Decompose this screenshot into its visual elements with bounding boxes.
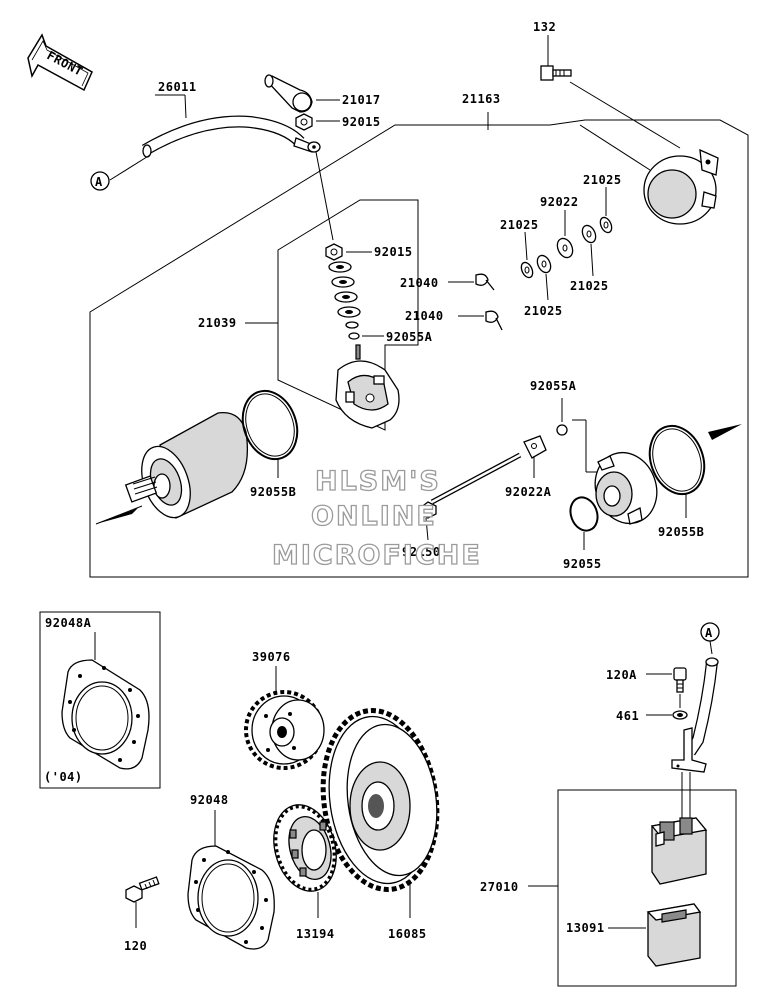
svg-text:A: A <box>705 626 713 640</box>
housing-axis-arrow <box>708 424 742 440</box>
cover-axis-line <box>579 124 651 171</box>
washer-92022 <box>556 237 574 259</box>
starter-clutch-gear-16085 <box>320 708 440 892</box>
bolt-120A <box>673 667 687 693</box>
bolt-132 <box>540 65 572 81</box>
leader-21025-c <box>545 273 549 301</box>
part-label-13091: 13091 <box>566 921 605 935</box>
motor-axis-line <box>95 505 143 525</box>
part-label-26011: 26011 <box>158 80 197 94</box>
part-label-92055A-a: 92055A <box>386 330 433 344</box>
battery-cable-end <box>685 657 719 756</box>
part-label-120: 120 <box>124 939 147 953</box>
part-label-21040-b: 21040 <box>405 309 444 323</box>
part-label-27010: 27010 <box>480 880 519 894</box>
watermark: HLSM'S ONLINE MICROFICHE <box>271 465 482 571</box>
part-label-92048: 92048 <box>190 793 229 807</box>
terminal-axis-line <box>315 151 334 241</box>
part-label-92055A-b: 92055A <box>530 379 577 393</box>
leader-92150 <box>425 517 429 541</box>
connector-A-top: A <box>90 171 110 191</box>
part-label-92015-top: 92015 <box>342 115 381 129</box>
note-04: ('04) <box>44 770 83 784</box>
part-label-21040-a: 21040 <box>400 276 439 290</box>
starter-relay <box>650 817 708 885</box>
washer-21025-c <box>536 254 552 274</box>
idle-gear-39076 <box>244 690 325 770</box>
one-way-clutch-13194 <box>273 804 337 892</box>
part-label-21039: 21039 <box>198 316 237 330</box>
svg-text:A: A <box>95 175 103 189</box>
part-label-21025-d: 21025 <box>570 279 609 293</box>
part-label-92048A: 92048A <box>45 616 92 630</box>
part-label-92055B-r: 92055B <box>658 525 704 539</box>
o-ring-92055B-left <box>241 389 299 461</box>
leader-26011b <box>184 94 187 119</box>
washer-21025-b <box>599 216 613 234</box>
part-label-39076: 39076 <box>252 650 291 664</box>
part-label-120A: 120A <box>606 668 637 682</box>
gear-cover-92048A <box>61 659 150 770</box>
brush-spring-21040-a <box>475 273 495 291</box>
part-label-21017: 21017 <box>342 93 381 107</box>
part-label-92022: 92022 <box>540 195 579 209</box>
brush-spring-21040-b <box>485 310 503 331</box>
o-ring-92055A-small <box>348 332 360 340</box>
starter-cable-26011 <box>141 115 321 158</box>
bolt-120 <box>125 876 160 903</box>
through-bolt-92150 <box>419 452 522 519</box>
part-label-21163: 21163 <box>462 92 501 106</box>
part-label-92055: 92055 <box>563 557 602 571</box>
part-label-461: 461 <box>616 709 639 723</box>
rear-end-cover <box>643 148 719 225</box>
starter-assembly-outline <box>89 119 749 578</box>
watermark-line1: HLSM'S <box>315 466 441 497</box>
o-ring-92055 <box>569 496 599 532</box>
part-label-92055B-l: 92055B <box>250 485 296 499</box>
leader-21025-a <box>524 231 528 261</box>
brush-plate <box>335 344 400 429</box>
watermark-line3: MICROFICHE <box>272 540 482 571</box>
part-label-92150: 92150 <box>402 545 441 559</box>
relay-box-27010 <box>557 789 737 987</box>
inset-92048A-box <box>39 611 161 789</box>
front-housing <box>594 451 658 525</box>
washer-92022A <box>523 435 547 459</box>
washer-21025-d <box>581 224 597 244</box>
part-label-21025-c: 21025 <box>524 304 563 318</box>
relay-bracket <box>671 727 707 773</box>
washer-461 <box>672 710 688 720</box>
o-ring-92055A-right <box>556 424 568 436</box>
relay-cover-13091 <box>646 903 702 967</box>
bolt-axis-line <box>569 81 681 149</box>
leader-A-bottom <box>709 640 713 655</box>
part-label-92022A: 92022A <box>505 485 552 499</box>
starter-motor-body <box>124 411 249 519</box>
part-label-21025-a: 21025 <box>500 218 539 232</box>
leader-21025-d <box>590 243 594 277</box>
nut-92015-mid <box>325 243 343 261</box>
o-ring-92055B-right <box>648 424 706 496</box>
brush-holder-outline <box>277 199 419 431</box>
part-label-21025-b: 21025 <box>583 173 622 187</box>
part-label-132: 132 <box>533 20 556 34</box>
connector-A-bottom: A <box>700 622 720 642</box>
nut-92015-top <box>295 113 313 131</box>
part-label-13194: 13194 <box>296 927 335 941</box>
front-arrow-icon: FRONT <box>27 33 93 92</box>
insulator-washer-stack <box>328 261 361 329</box>
leader-A-top <box>109 154 151 181</box>
washer-21025-a <box>520 261 534 279</box>
terminal-cap-21017 <box>264 74 313 113</box>
gear-cover-92048 <box>187 845 275 950</box>
part-label-16085: 16085 <box>388 927 427 941</box>
watermark-line2: ONLINE <box>311 501 437 532</box>
part-label-92015-mid: 92015 <box>374 245 413 259</box>
